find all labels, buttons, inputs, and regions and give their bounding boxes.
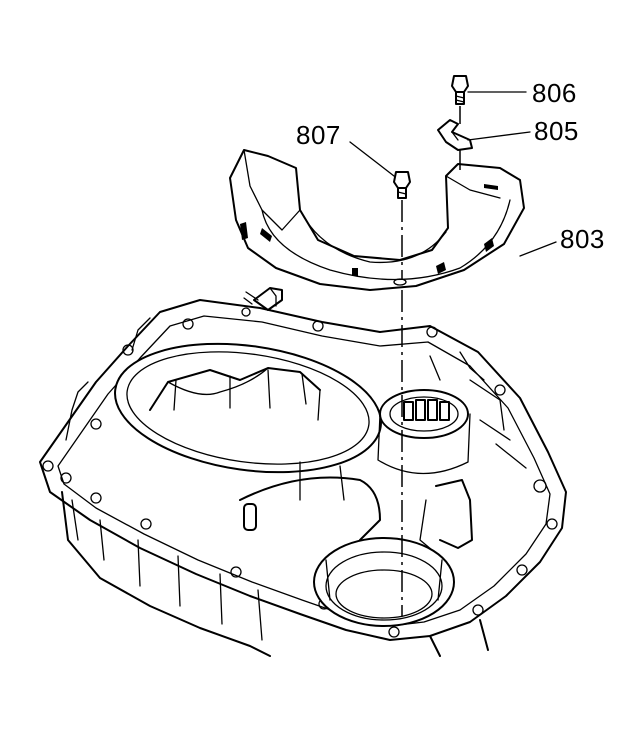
transmission-case bbox=[39, 287, 567, 657]
bolt-807 bbox=[393, 171, 411, 199]
flange-bolt-holes bbox=[42, 307, 558, 638]
retainer-clip-805 bbox=[437, 119, 473, 151]
lower-bore bbox=[313, 537, 455, 627]
leader-lines bbox=[349, 91, 557, 257]
callout-805: 805 bbox=[534, 116, 579, 146]
callout-806: 806 bbox=[532, 78, 577, 108]
callout-807: 807 bbox=[296, 120, 341, 150]
alignment-centerlines bbox=[401, 106, 461, 616]
dust-shield bbox=[229, 149, 525, 291]
bolt-806 bbox=[451, 75, 469, 105]
converter-bore bbox=[114, 342, 382, 474]
case-fitting bbox=[243, 287, 283, 311]
callout-803: 803 bbox=[560, 224, 605, 254]
